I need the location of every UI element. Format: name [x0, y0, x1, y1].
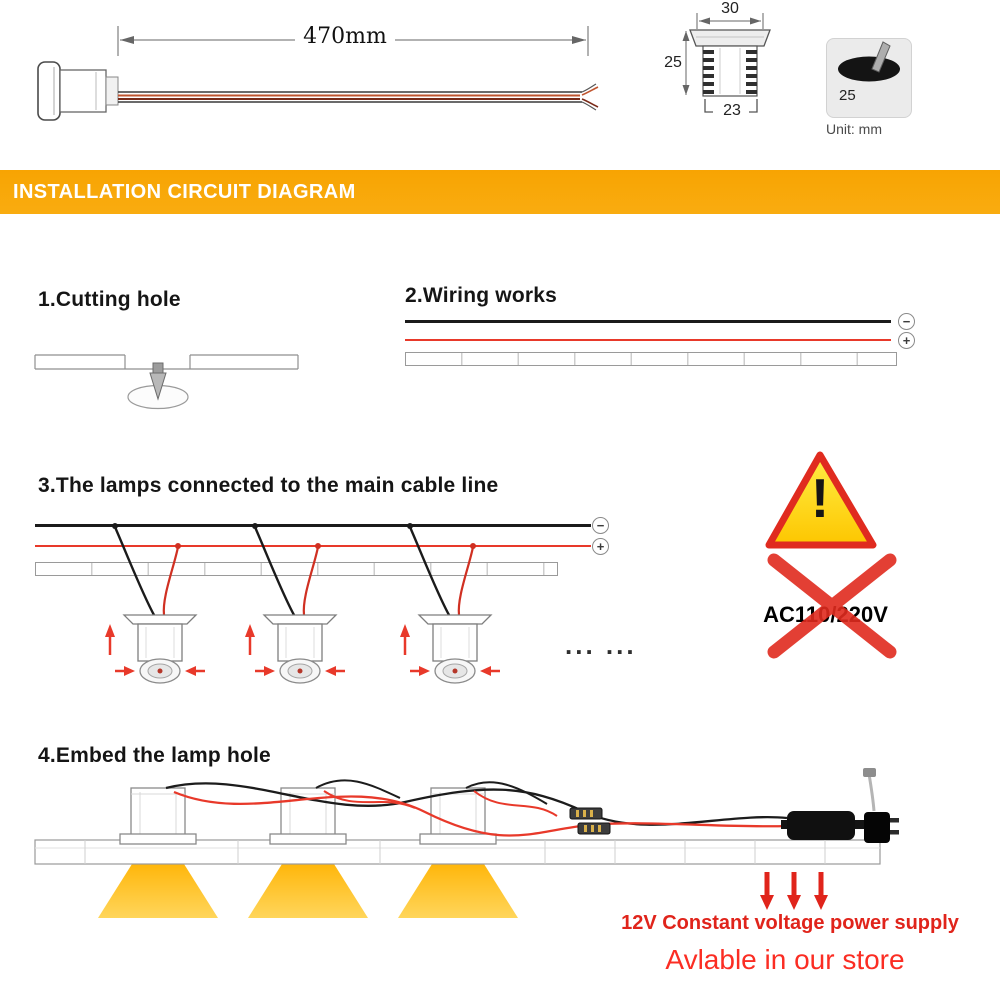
step1-title: 1.Cutting hole	[38, 288, 181, 311]
led-driver-box	[781, 811, 864, 840]
recessed-lamp-icon	[245, 523, 345, 684]
hole-diameter-label: 25	[839, 87, 856, 104]
cable-length-label: 470mm	[295, 24, 395, 49]
power-plug-icon	[863, 768, 899, 843]
step3-positive-terminal-icon: +	[592, 538, 609, 555]
insert-direction-arrows-icon	[105, 624, 205, 676]
embedded-lamps-drawing	[34, 768, 899, 918]
hole-with-drill-icon	[838, 41, 900, 82]
continuation-dots: ... ...	[565, 630, 637, 660]
cutting-hole-drawing	[34, 354, 299, 410]
power-supply-label: 12V Constant voltage power supply	[621, 912, 959, 934]
down-arrows-icon	[760, 872, 828, 910]
section-banner: INSTALLATION CIRCUIT DIAGRAM	[0, 170, 1000, 214]
power-cable	[118, 83, 599, 111]
step2-title: 2.Wiring works	[405, 284, 557, 307]
lamp-cross-section-drawing	[682, 13, 771, 113]
insert-direction-arrows-icon	[245, 624, 345, 676]
connection-wires	[165, 779, 788, 837]
spotlight-side-view-drawing	[37, 26, 599, 121]
banner-title: INSTALLATION CIRCUIT DIAGRAM	[13, 180, 356, 203]
step3-positive-line	[35, 545, 591, 547]
hole-cutout-box: 25	[826, 38, 912, 118]
drill-bit-icon	[127, 362, 189, 410]
step3-negative-line	[35, 524, 591, 527]
step3-title: 3.The lamps connected to the main cable …	[38, 474, 499, 497]
insert-direction-arrows-icon	[400, 624, 500, 676]
step2-positive-terminal-icon: +	[898, 332, 915, 349]
step2-negative-line	[405, 320, 891, 323]
unit-label: Unit: mm	[826, 121, 882, 137]
dim-25-arrow	[682, 31, 690, 95]
light-beam	[98, 864, 518, 918]
step2-positive-line	[405, 339, 891, 341]
dim-30-arrow	[696, 13, 764, 29]
threaded-body	[702, 45, 758, 97]
dim-height-label: 25	[664, 54, 682, 71]
dim-23-bracket	[704, 99, 758, 113]
board-with-hole	[34, 354, 299, 370]
dim-bottom-width-label: 23	[723, 102, 741, 119]
mini-spotlight-icon	[37, 61, 119, 121]
step2-negative-terminal-icon: −	[898, 313, 915, 330]
embedded-lamp-icon	[119, 787, 197, 845]
store-availability-label: Avlable in our store	[665, 944, 905, 975]
recessed-lamp-icon	[105, 523, 205, 684]
recessed-lamp-icon	[400, 523, 500, 684]
step4-title: 4.Embed the lamp hole	[38, 744, 271, 767]
warning-exclamation: !	[810, 467, 830, 529]
lamps-wiring-drawing	[105, 523, 500, 684]
step3-negative-terminal-icon: −	[592, 517, 609, 534]
red-cross-icon	[767, 553, 897, 659]
wire-connector-icon	[569, 807, 611, 835]
warning-triangle-icon	[765, 451, 877, 549]
dim-top-width-label: 30	[721, 0, 739, 17]
flange-shape	[689, 29, 771, 47]
step2-board	[405, 352, 897, 366]
